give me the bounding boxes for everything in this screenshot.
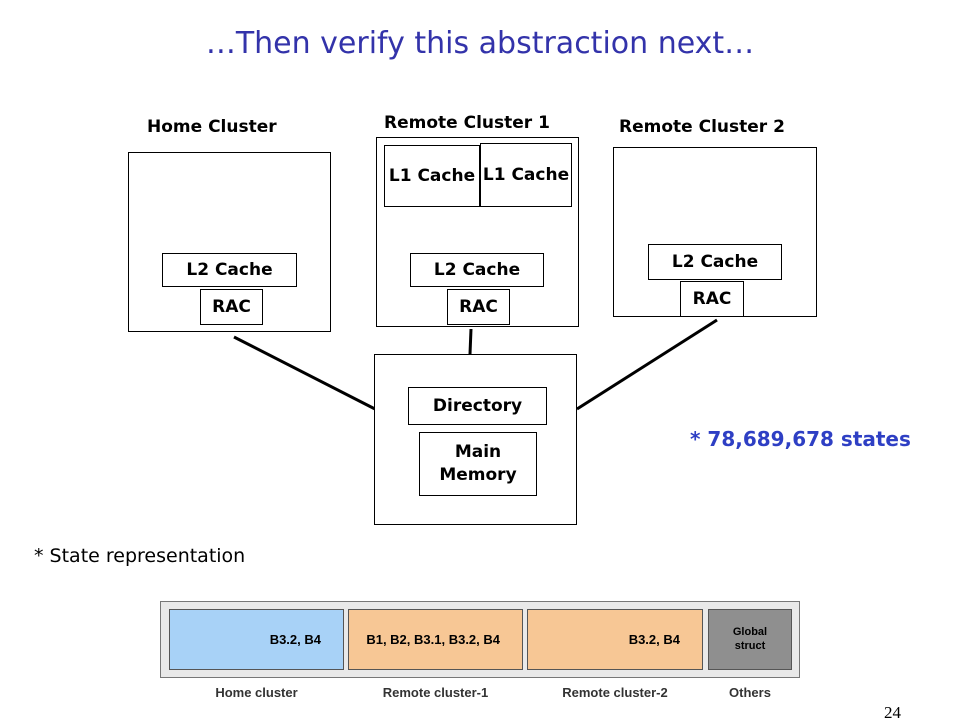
remote-cluster-1-label: Remote Cluster 1	[384, 113, 550, 133]
page-number: 24	[884, 703, 901, 722]
slide-title: …Then verify this abstraction next…	[205, 26, 755, 61]
remote2-rac: RAC	[680, 281, 744, 317]
segment-label-home: Home cluster	[215, 685, 298, 700]
remote1-l1-cache-b: L1 Cache	[480, 143, 572, 207]
state-segment-remote1: B1, B2, B3.1, B3.2, B4	[348, 609, 523, 670]
remote1-rac: RAC	[447, 289, 510, 325]
state-representation-label: * State representation	[34, 545, 246, 567]
remote2-link-line	[576, 318, 718, 411]
state-segment-home: B3.2, B4	[169, 609, 344, 670]
remote1-l2-cache: L2 Cache	[410, 253, 544, 287]
home-l2-cache: L2 Cache	[162, 253, 297, 287]
global-struct-text: Global struct	[732, 625, 768, 652]
directory-box: Directory	[408, 387, 547, 425]
states-count-note: * 78,689,678 states	[690, 427, 911, 451]
state-segment-global: Global struct	[708, 609, 792, 670]
segment-label-others: Others	[729, 685, 771, 700]
main-memory-box: Main Memory	[419, 432, 537, 496]
remote1-link-line	[468, 328, 473, 355]
segment-label-remote1: Remote cluster-1	[382, 685, 489, 700]
remote1-l1-cache-a: L1 Cache	[384, 145, 480, 207]
remote-cluster-2-label: Remote Cluster 2	[619, 117, 785, 137]
remote2-l2-cache: L2 Cache	[648, 244, 782, 280]
state-segment-remote2: B3.2, B4	[527, 609, 703, 670]
home-cluster-label: Home Cluster	[147, 117, 277, 137]
segment-label-remote2: Remote cluster-2	[562, 685, 668, 700]
home-link-line	[233, 335, 376, 411]
home-rac: RAC	[200, 289, 263, 325]
